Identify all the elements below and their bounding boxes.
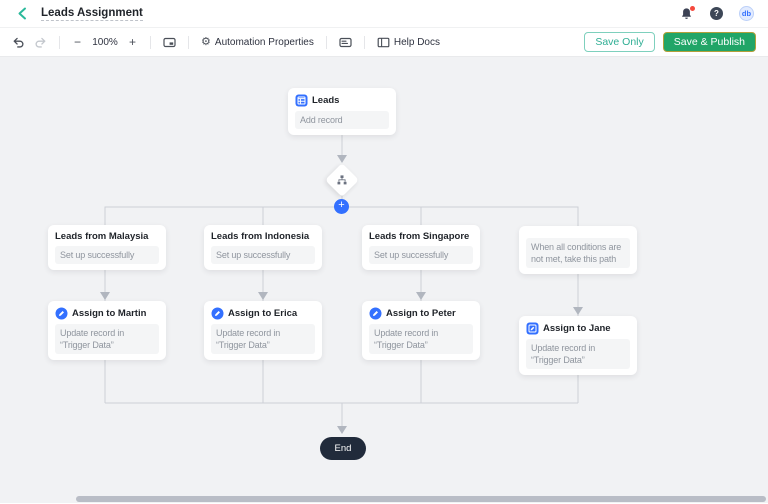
condition-node-malaysia[interactable]: Leads from Malaysia Set up successfully [48,225,166,270]
undo-button[interactable] [12,36,25,49]
trigger-title: Leads [312,95,340,106]
page-title[interactable]: Leads Assignment [41,6,143,21]
toolbar-divider [188,35,190,49]
toolbar-divider [363,35,365,49]
action-desc: Update record in “Trigger Data” [55,324,159,354]
trigger-node-leads[interactable]: Leads Add record [288,88,396,135]
edit-record-icon [211,307,224,320]
toolbar-divider [150,35,152,49]
action-title: Assign to Jane [543,323,611,334]
update-record-icon [526,322,539,335]
avatar[interactable]: db [739,6,754,21]
app-header: Leads Assignment ? db [0,0,768,28]
condition-node-singapore[interactable]: Leads from Singapore Set up successfully [362,225,480,270]
zoom-level: 100% [92,36,118,48]
action-title: Assign to Martin [72,308,147,319]
book-icon [377,37,390,47]
action-node-martin[interactable]: Assign to Martin Update record in “Trigg… [48,301,166,360]
bell-icon [682,7,691,19]
gear-icon: ⚙ [201,35,211,48]
zoom-out-button[interactable]: − [74,35,82,49]
help-docs-label: Help Docs [393,36,440,48]
end-node[interactable]: End [320,437,366,460]
automation-properties-button[interactable]: ⚙ Automation Properties [201,35,314,48]
toolbar-divider [325,35,327,49]
action-desc: Update record in “Trigger Data” [211,324,315,354]
chevron-left-icon [18,7,26,20]
run-log-button[interactable] [339,36,352,49]
save-only-button[interactable]: Save Only [584,32,655,52]
condition-status: Set up successfully [211,246,315,264]
help-docs-button[interactable]: Help Docs [377,36,440,49]
trigger-subtitle: Add record [295,111,389,129]
help-button[interactable]: ? [710,7,723,20]
action-desc: Update record in “Trigger Data” [526,339,630,369]
action-title: Assign to Peter [386,308,456,319]
save-publish-button[interactable]: Save & Publish [662,32,756,52]
action-node-jane[interactable]: Assign to Jane Update record in “Trigger… [519,316,637,375]
back-button[interactable] [14,6,30,22]
action-desc: Update record in “Trigger Data” [369,324,473,354]
zoom-in-button[interactable]: + [129,35,137,49]
condition-status: Set up successfully [369,246,473,264]
horizontal-scrollbar[interactable] [76,496,766,502]
condition-node-else[interactable]: When all conditions are not met, take th… [519,226,637,274]
run-log-icon [339,37,352,47]
automation-properties-label: Automation Properties [214,36,314,48]
undo-icon [13,37,24,48]
condition-title: Leads from Singapore [369,231,470,242]
condition-status: When all conditions are not met, take th… [526,238,630,268]
workflow-canvas[interactable]: Leads Add record + Leads from Malaysia S… [0,57,768,503]
condition-status: Set up successfully [55,246,159,264]
notifications-button[interactable] [680,5,695,21]
redo-button[interactable] [34,36,47,49]
canvas-toolbar: − 100% + ⚙ Automation Properties [0,28,768,57]
action-node-erica[interactable]: Assign to Erica Update record in “Trigge… [204,301,322,360]
action-node-peter[interactable]: Assign to Peter Update record in “Trigge… [362,301,480,360]
table-icon [295,94,308,107]
condition-title: Leads from Indonesia [211,231,310,242]
action-title: Assign to Erica [228,308,298,319]
question-mark-icon: ? [714,9,719,18]
sitemap-icon [337,175,347,185]
condition-node-indonesia[interactable]: Leads from Indonesia Set up successfully [204,225,322,270]
toolbar-divider [59,35,60,49]
edit-record-icon [369,307,382,320]
add-branch-button[interactable]: + [334,199,349,214]
minimap-button[interactable] [163,36,176,49]
condition-title: Leads from Malaysia [55,231,149,242]
minimap-icon [163,37,176,47]
notification-badge-dot [690,5,695,11]
edit-record-icon [55,307,68,320]
redo-icon [35,37,46,48]
